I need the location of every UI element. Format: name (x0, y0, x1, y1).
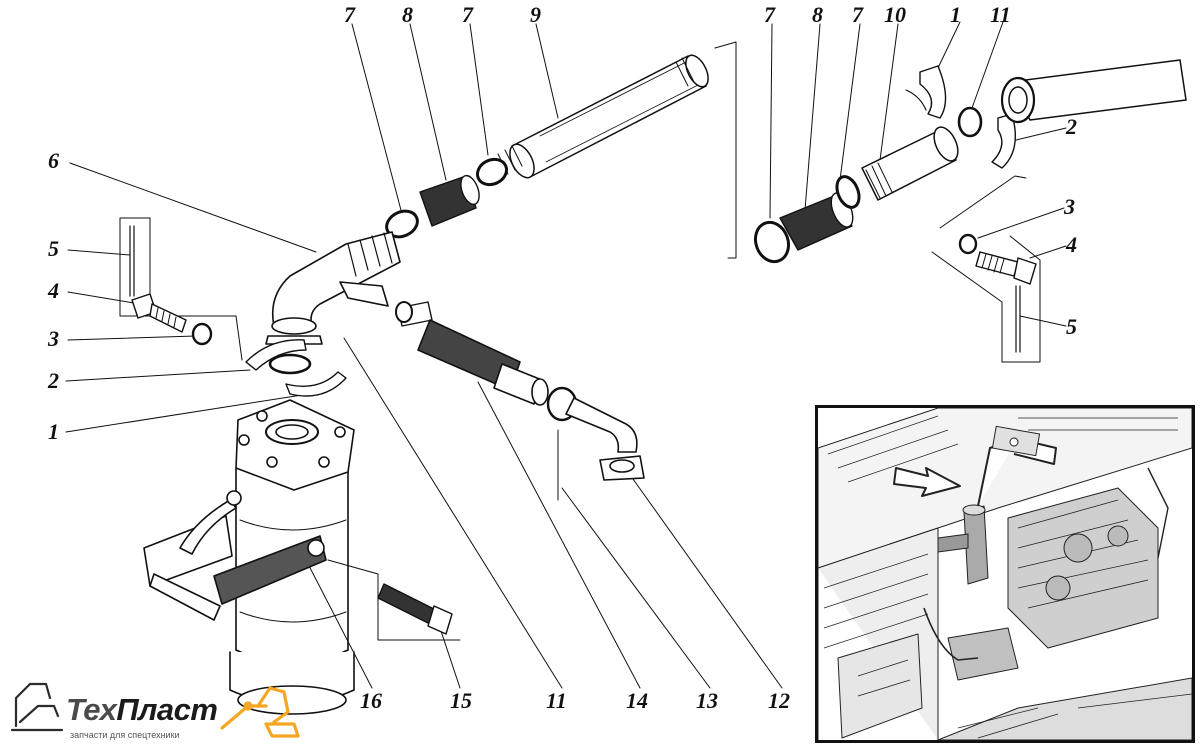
part-16-strap (143, 490, 327, 621)
callout-9: 9 (530, 2, 541, 27)
part-3-washer-right (958, 233, 978, 255)
callout-13: 13 (696, 688, 718, 713)
part-2-half-clamp-right (991, 113, 1016, 169)
loader-bucket-icon (220, 686, 300, 738)
part-1-half-clamp-left (285, 371, 347, 397)
callout-1: 1 (950, 2, 961, 27)
excavator-icon (10, 682, 64, 732)
callout-7: 7 (462, 2, 473, 27)
callout-4: 4 (1066, 232, 1077, 257)
callout-12: 12 (768, 688, 790, 713)
logo-wordmark: ТехПласт (66, 692, 218, 728)
part-11-gasket-left (268, 353, 312, 375)
callout-6: 6 (48, 148, 59, 173)
part-7-clamp-d (835, 175, 861, 209)
part-14-filter (417, 319, 549, 406)
callout-16: 16 (360, 688, 382, 713)
part-13-connector (395, 301, 433, 327)
callout-5: 5 (48, 236, 59, 261)
callout-3: 3 (48, 326, 59, 351)
callout-11: 11 (546, 688, 567, 713)
engine-exhaust-pipe (1000, 59, 1187, 124)
part-7-clamp-b (475, 157, 509, 187)
brand-logo: ТехПласт запчасти для спецтехники (8, 676, 308, 746)
callout-3: 3 (1064, 194, 1075, 219)
part-8-sleeve-a (419, 174, 480, 227)
part-2-half-clamp-left (245, 339, 307, 371)
callout-5: 5 (1066, 314, 1077, 339)
callout-7: 7 (344, 2, 355, 27)
logo-word-part1: Тех (66, 692, 117, 727)
part-5-bracket-bottom (327, 559, 461, 641)
part-4-bolt-left (131, 293, 187, 333)
part-7-clamp-a (385, 209, 419, 239)
callout-8: 8 (812, 2, 823, 27)
part-4-bolt-right (975, 251, 1037, 285)
part-5-lockwire-left (129, 225, 135, 297)
callout-2: 2 (1066, 114, 1077, 139)
location-inset (815, 405, 1195, 743)
callout-1: 1 (48, 419, 59, 444)
callout-14: 14 (626, 688, 648, 713)
vehicle-engine-bay-illustration (818, 408, 1192, 740)
part-15-bolt (377, 583, 453, 635)
callout-7: 7 (852, 2, 863, 27)
callout-7: 7 (764, 2, 775, 27)
callout-10: 10 (884, 2, 906, 27)
leader-lines (65, 21, 1067, 689)
logo-word-part2: Пласт (116, 692, 218, 727)
assembly-guides (119, 41, 1041, 363)
part-9-pipe (497, 54, 709, 179)
callout-15: 15 (450, 688, 472, 713)
part-10-pipe (861, 126, 959, 201)
callout-4: 4 (48, 278, 59, 303)
callout-11: 11 (990, 2, 1011, 27)
part-12-outlet-pipe (546, 386, 645, 481)
callout-2: 2 (48, 368, 59, 393)
part-6-elbow (265, 231, 401, 345)
part-1-half-clamp-right (905, 65, 947, 119)
logo-tagline: запчасти для спецтехники (70, 730, 180, 740)
part-11-gasket-right (957, 106, 983, 138)
callout-8: 8 (402, 2, 413, 27)
part-7-clamp-c (753, 220, 791, 264)
part-5-lockwire-right (1015, 285, 1021, 353)
part-3-washer-left (191, 322, 213, 346)
